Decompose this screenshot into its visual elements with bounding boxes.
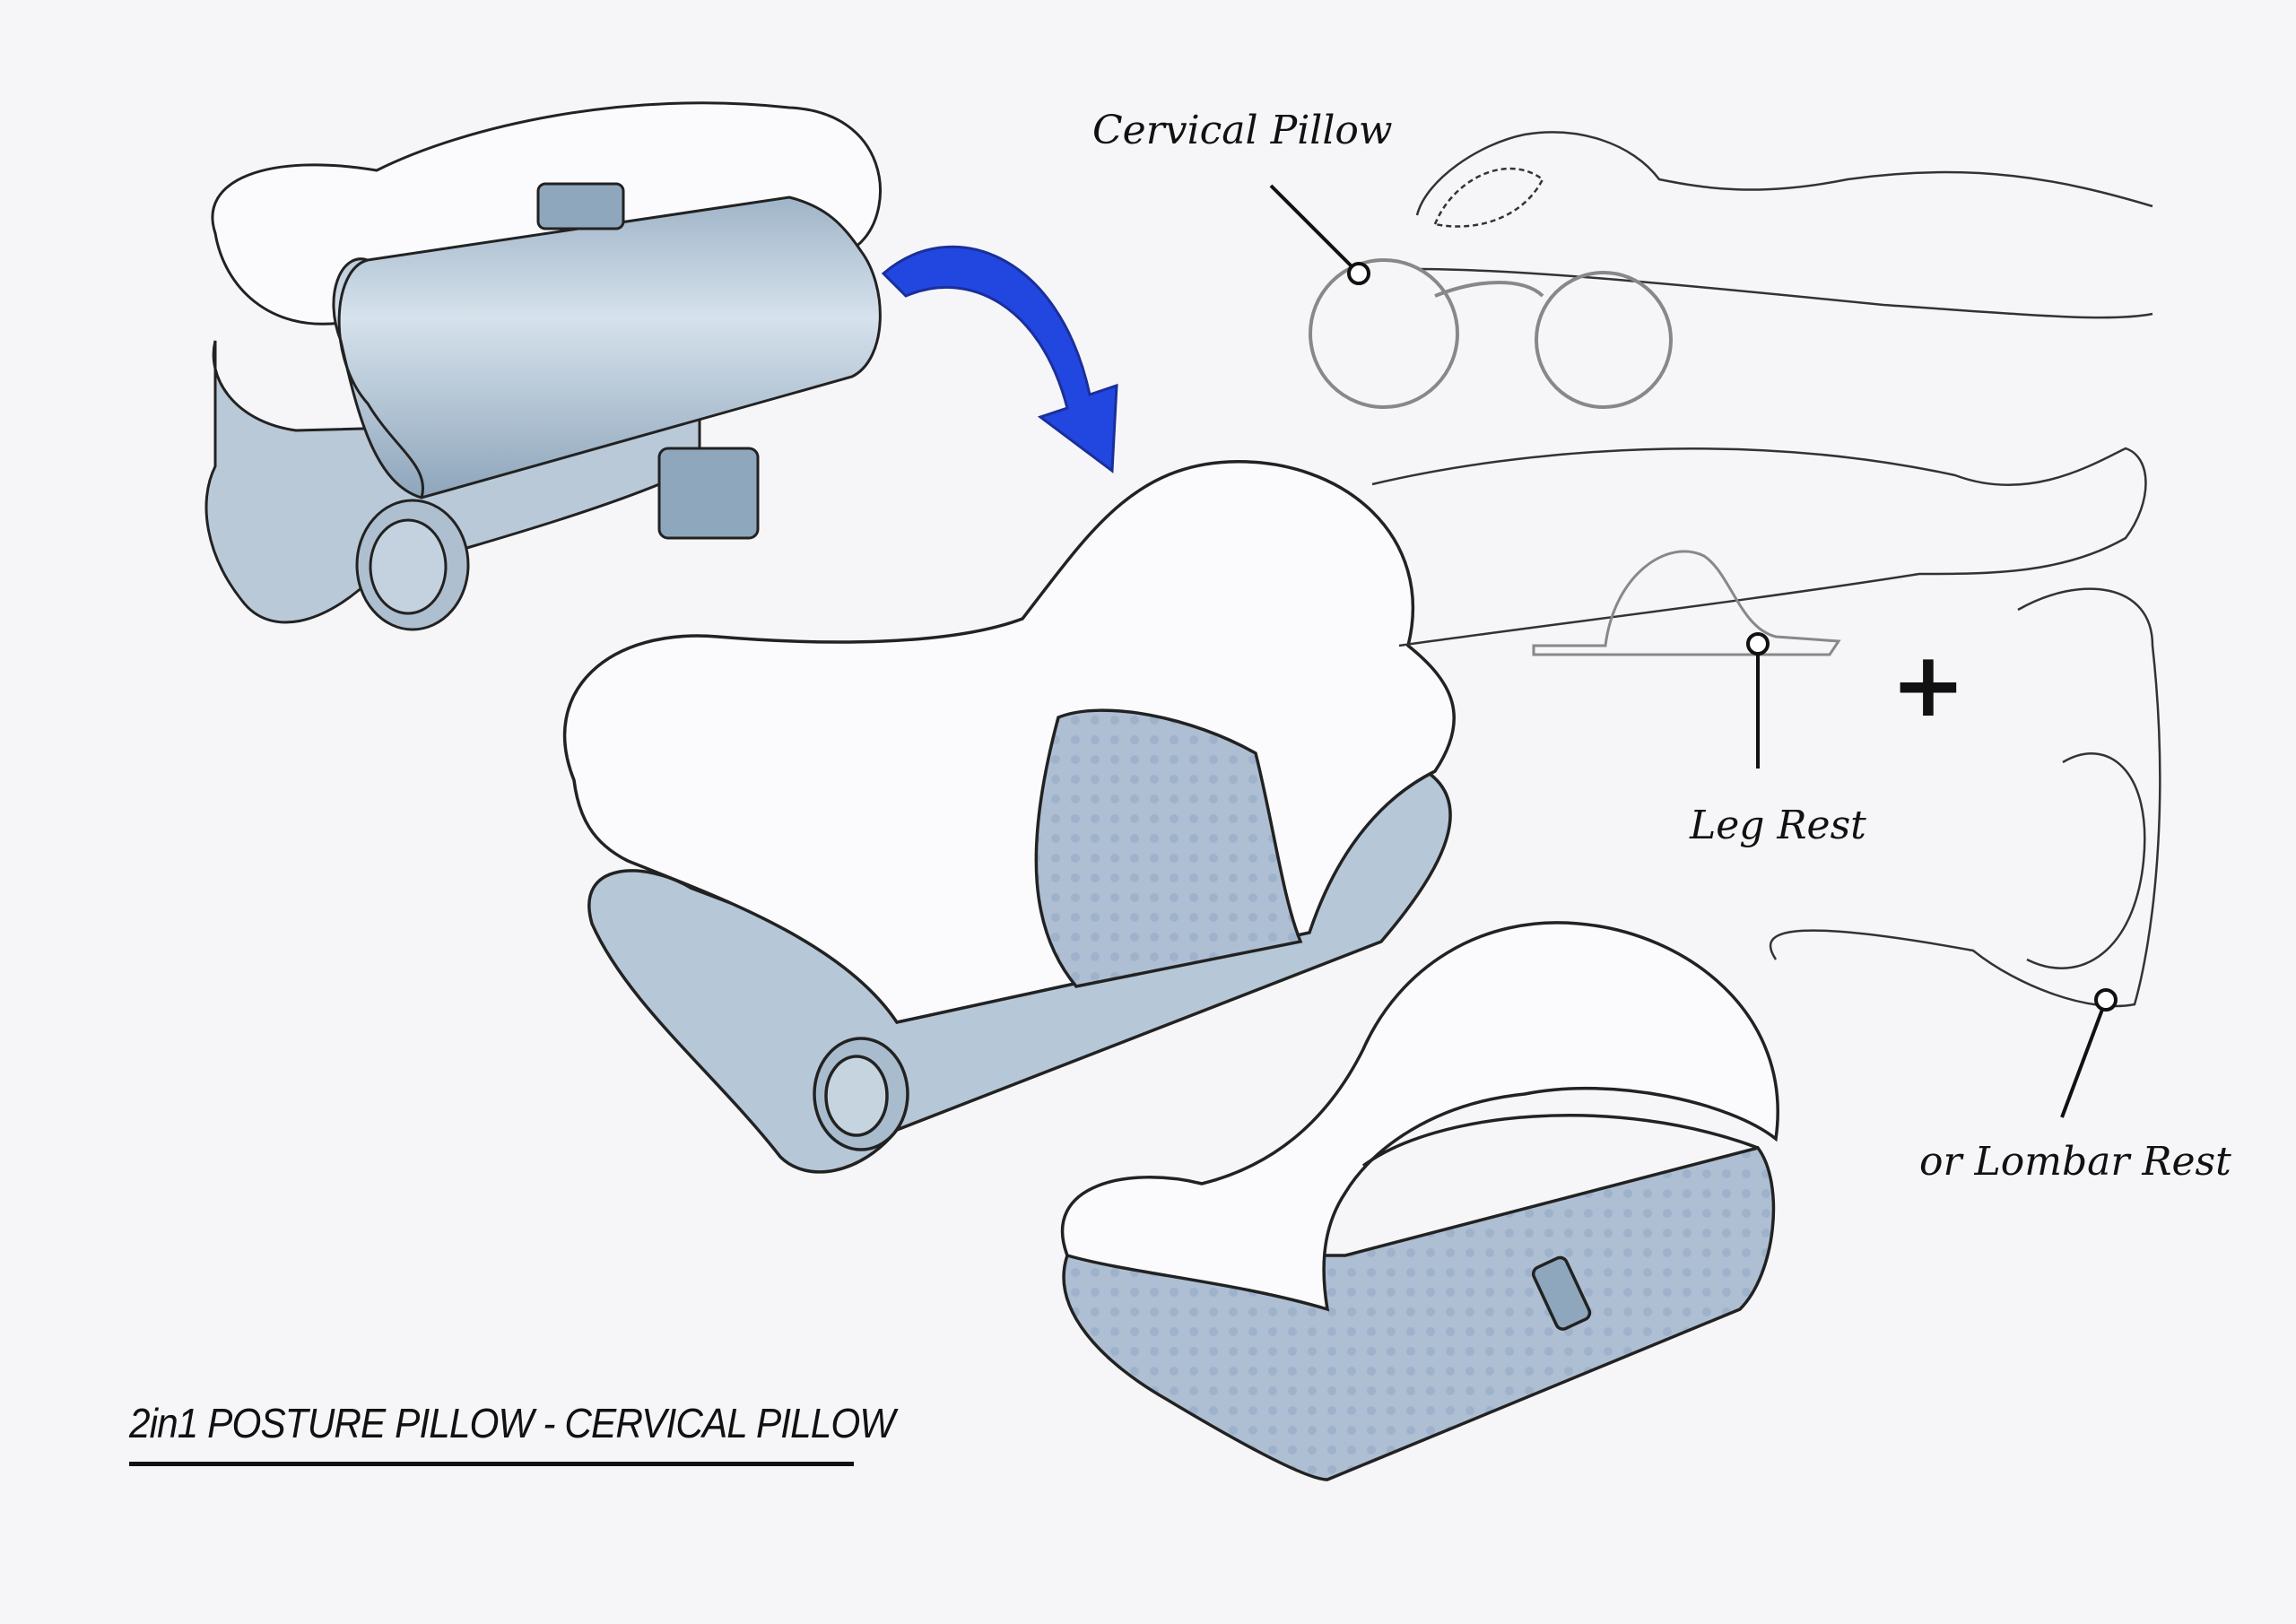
plus-sign: + bbox=[1891, 632, 1966, 737]
cervical-pillow-label: Cervical Pillow bbox=[1092, 108, 1393, 153]
lumbar-rest-label: or Lombar Rest bbox=[1919, 1139, 2231, 1185]
assembled-pillow bbox=[204, 101, 882, 631]
leg-rest-label: Leg Rest bbox=[1690, 803, 1866, 848]
page-title: 2in1 POSTURE PILLOW - CERVICAL PILLOW bbox=[129, 1400, 895, 1446]
center-pillow bbox=[562, 460, 1457, 1174]
title-underline bbox=[129, 1462, 854, 1466]
person-figure bbox=[1309, 131, 2161, 1008]
lumbar-pillow bbox=[1060, 921, 1779, 1481]
leader-lines bbox=[1269, 184, 2118, 1118]
rotate-arrow bbox=[881, 245, 1118, 473]
